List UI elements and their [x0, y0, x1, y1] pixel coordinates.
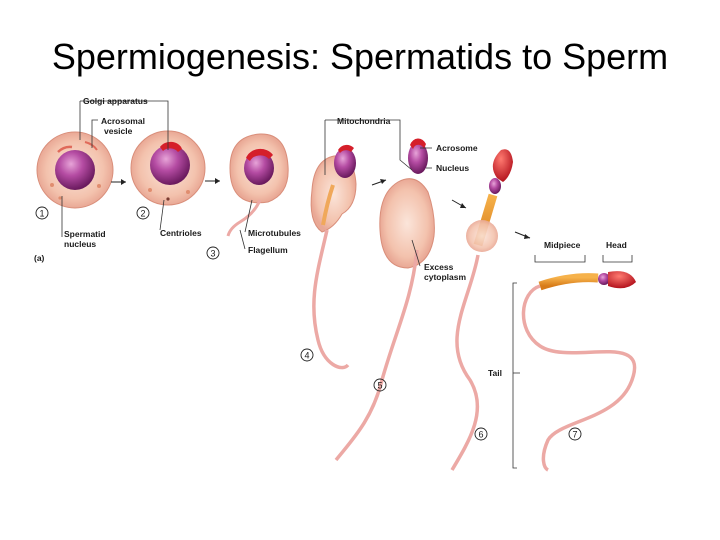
label-microtubules: Microtubules	[248, 228, 301, 238]
label-excess-cytoplasm-line1: Excess	[424, 262, 454, 272]
svg-text:2: 2	[140, 209, 145, 219]
stage-3-cell	[226, 133, 289, 237]
label-midpiece: Midpiece	[544, 240, 581, 250]
step-number-5: 5	[373, 378, 387, 392]
label-mitochondria: Mitochondria	[337, 116, 391, 126]
svg-text:6: 6	[478, 430, 483, 440]
label-centrioles: Centrioles	[160, 228, 202, 238]
step-number-3: 3	[206, 246, 220, 260]
label-spermatid-nucleus-line2: nucleus	[64, 239, 96, 249]
svg-text:7: 7	[572, 430, 577, 440]
svg-text:4: 4	[304, 351, 309, 361]
step-numbers: 1 2 3 4 5 6 7	[35, 206, 582, 441]
label-acrosomal-vesicle-line2: vesicle	[104, 126, 133, 136]
label-tail: Tail	[488, 368, 502, 378]
step-number-4: 4	[300, 348, 314, 362]
step-number-7: 7	[568, 427, 582, 441]
stage-6-cell	[450, 149, 513, 471]
stage-5-cell	[334, 138, 435, 462]
stage-1-cell	[36, 131, 114, 209]
step-number-2: 2	[136, 206, 150, 220]
label-spermatid-nucleus-line1: Spermatid	[64, 229, 106, 239]
label-flagellum: Flagellum	[248, 245, 288, 255]
stage-7-sperm	[521, 271, 637, 472]
label-excess-cytoplasm-line2: cytoplasm	[424, 272, 466, 282]
leader-lines	[61, 100, 633, 469]
label-golgi-apparatus: Golgi apparatus	[83, 96, 148, 106]
label-nucleus: Nucleus	[436, 163, 469, 173]
stage-4-cell	[310, 144, 357, 370]
label-acrosomal-vesicle-line1: Acrosomal	[101, 116, 145, 126]
svg-text:1: 1	[39, 209, 44, 219]
step-number-6: 6	[474, 427, 488, 441]
label-head: Head	[606, 240, 627, 250]
svg-text:5: 5	[377, 381, 382, 391]
label-panel-a: (a)	[34, 253, 45, 263]
page-title: Spermiogenesis: Spermatids to Sperm	[51, 36, 669, 77]
label-acrosome: Acrosome	[436, 143, 478, 153]
step-number-1: 1	[35, 206, 49, 220]
stage-2-cell	[130, 130, 206, 206]
svg-text:3: 3	[210, 249, 215, 259]
